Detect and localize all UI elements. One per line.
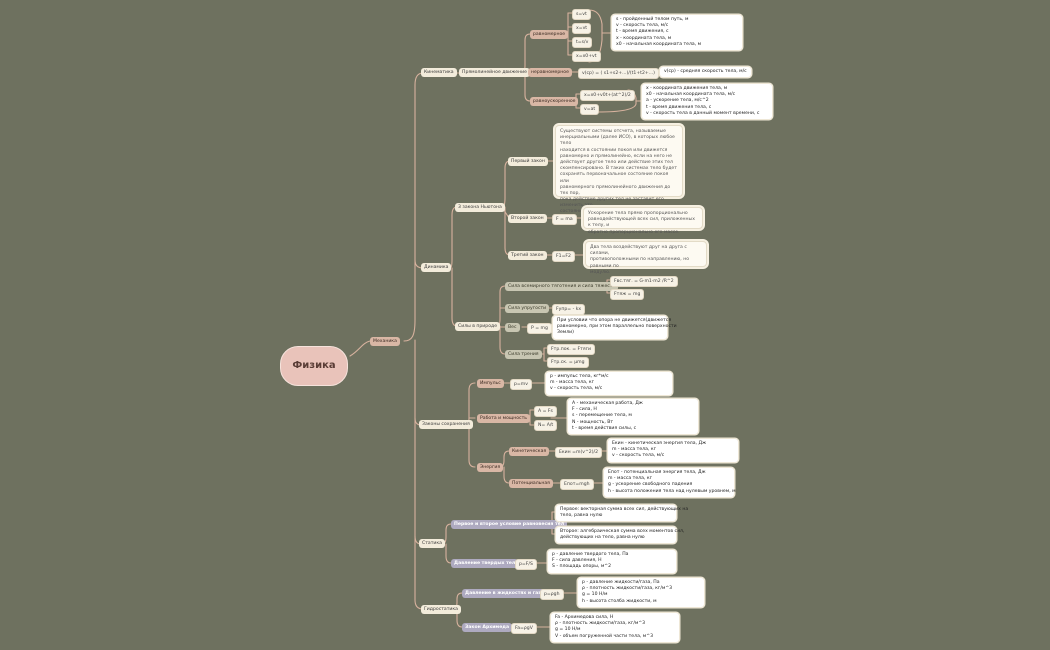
node-mechanics[interactable]: Механика bbox=[370, 337, 400, 346]
formula-a-fs[interactable]: A = Fs bbox=[534, 406, 557, 417]
node-uniform[interactable]: равномерное bbox=[530, 30, 569, 39]
note-solid-pressure: p - давление твердого тела, Па F - сила … bbox=[548, 550, 676, 573]
node-forces-in-nature[interactable]: Силы в природе bbox=[455, 322, 501, 331]
formula-weight-force[interactable]: Fтяж = mg bbox=[610, 289, 645, 300]
node-fluid-pressure[interactable]: Давление в жидкостях и газах bbox=[462, 589, 550, 598]
formula-v-at[interactable]: v=at bbox=[580, 104, 600, 115]
note-work-power: A - механическая работа, Дж F - сила, Н … bbox=[568, 399, 698, 434]
text-first-condition: Первое: векторная сумма всех сил, действ… bbox=[556, 505, 688, 522]
node-nonuniform[interactable]: неравномерное bbox=[528, 68, 572, 77]
node-first-law[interactable]: Первый закон bbox=[508, 157, 548, 166]
note-average-speed: v(ср) - средняя скорость тела, м/с bbox=[660, 67, 751, 78]
node-elastic-force[interactable]: Сила упругости bbox=[505, 304, 550, 313]
node-dynamics[interactable]: Динамика bbox=[421, 263, 452, 272]
node-work-power[interactable]: Работа и мощность bbox=[477, 414, 530, 423]
node-conservation[interactable]: Законы сохранения bbox=[419, 420, 473, 429]
node-potential-energy[interactable]: Потенциальная bbox=[509, 479, 553, 488]
formula-x-accelerated[interactable]: x=x0+v0t+(at^2)/2 bbox=[580, 90, 635, 101]
node-equilibrium-conditions[interactable]: Первое и второе условие равновесия тел bbox=[451, 520, 568, 529]
formula-archimedes[interactable]: Fa=ρgV bbox=[511, 623, 537, 634]
formula-p-rgh[interactable]: p=ρgh bbox=[540, 589, 564, 600]
formula-t-sv[interactable]: t=s/v bbox=[572, 37, 593, 48]
text-second-condition: Второе: алгебраическая сумма всех момент… bbox=[556, 527, 684, 544]
note-potential: Епот - потенциальная энергия тела, Дж m … bbox=[604, 468, 736, 497]
node-momentum[interactable]: Импульс bbox=[477, 379, 504, 388]
formula-hooke[interactable]: Fупр= - kx bbox=[552, 304, 586, 315]
formula-n-at[interactable]: N= A/t bbox=[534, 420, 558, 431]
formula-gravitation[interactable]: Fвс.тяг. = G·m1·m2 /R^2 bbox=[610, 276, 678, 287]
formula-f1-f2[interactable]: F1=F2 bbox=[552, 251, 575, 262]
formula-kinetic[interactable]: Екин =m(v^2)/2 bbox=[555, 447, 602, 458]
text-third-law: Два тела воздействуют друг на друга с си… bbox=[585, 241, 707, 275]
formula-average-speed[interactable]: v(ср) = ( s1+s2+...)/(t1+t2+...) bbox=[578, 68, 659, 79]
formula-f-ma[interactable]: F = ma bbox=[552, 214, 577, 225]
formula-p-mv[interactable]: p=mv bbox=[510, 379, 532, 390]
node-rectilinear-motion[interactable]: Прямолинейное движение bbox=[459, 68, 530, 77]
node-gravity[interactable]: Сила всемирного тяготения и сила тяжести bbox=[505, 282, 619, 291]
formula-s-vt[interactable]: s=vt bbox=[572, 9, 591, 20]
note-archimedes: Fa - Архимедова сила, Н ρ - плотность жи… bbox=[551, 613, 679, 642]
node-third-law[interactable]: Третий закон bbox=[508, 251, 547, 260]
formula-x-x0vt[interactable]: x=x0+vt bbox=[572, 51, 601, 62]
note-fluid-pressure: p - давление жидкости/газа, Па ρ - плотн… bbox=[578, 578, 704, 607]
node-kinetic-energy[interactable]: Кинетическая bbox=[509, 447, 550, 456]
note-momentum: p - импульс тела, кг*м/с m - масса тела,… bbox=[546, 372, 672, 395]
node-hydrostatics[interactable]: Гидростатика bbox=[421, 605, 461, 614]
formula-x-vt[interactable]: x=vt bbox=[572, 23, 592, 34]
node-second-law[interactable]: Второй закон bbox=[508, 214, 547, 223]
node-friction[interactable]: Сила трения bbox=[505, 350, 542, 359]
node-archimedes[interactable]: Закон Архимеда bbox=[462, 623, 513, 632]
formula-p-mg[interactable]: P = mg bbox=[527, 323, 552, 334]
node-kinematics[interactable]: Кинематика bbox=[421, 68, 457, 77]
text-weight-condition: При условии что опора не движется(движет… bbox=[553, 316, 677, 339]
note-uniform: s - пройденный телом путь, м v - скорост… bbox=[612, 15, 742, 50]
node-weight[interactable]: Вес bbox=[505, 323, 520, 332]
root-node[interactable]: Физика bbox=[280, 346, 348, 386]
node-accelerated[interactable]: равноускоренное bbox=[530, 97, 579, 106]
node-newton-laws[interactable]: 3 закона Ньютона bbox=[455, 203, 505, 212]
formula-static-friction[interactable]: Fтр.пок. = Fтяги bbox=[547, 344, 595, 355]
node-solid-pressure[interactable]: Давление твердых тел bbox=[451, 559, 519, 568]
node-statics[interactable]: Статика bbox=[419, 539, 445, 548]
formula-sliding-friction[interactable]: Fтр.ск. = μmg bbox=[547, 357, 589, 368]
formula-potential[interactable]: Епот=mgh bbox=[560, 479, 594, 490]
note-kinetic: Екин - кинетическая энергия тела, Дж m -… bbox=[608, 439, 738, 462]
note-accelerated: x - координата движения тела, м x0 - нач… bbox=[642, 84, 772, 119]
node-energy[interactable]: Энергия bbox=[477, 463, 504, 472]
formula-p-fs[interactable]: p=F/S bbox=[515, 559, 537, 570]
